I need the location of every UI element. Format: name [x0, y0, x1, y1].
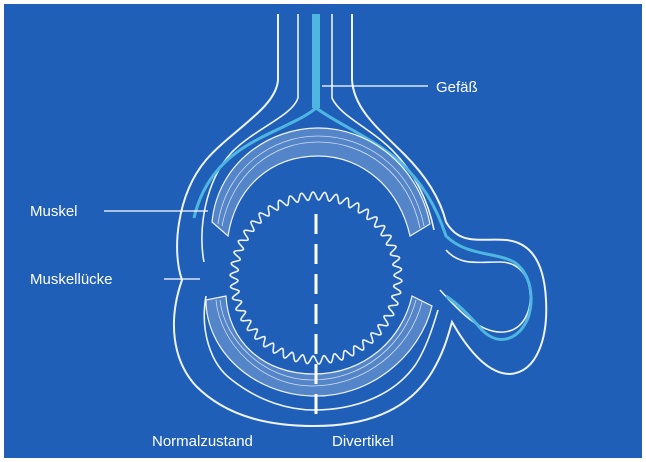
normal-state-label: Normalzustand: [152, 433, 253, 450]
diverticulum-label: Divertikel: [332, 433, 394, 450]
muscle-gap-label: Muskellücke: [30, 271, 113, 288]
muscle-label: Muskel: [30, 203, 78, 220]
vessel-label: Gefäß: [436, 79, 478, 96]
